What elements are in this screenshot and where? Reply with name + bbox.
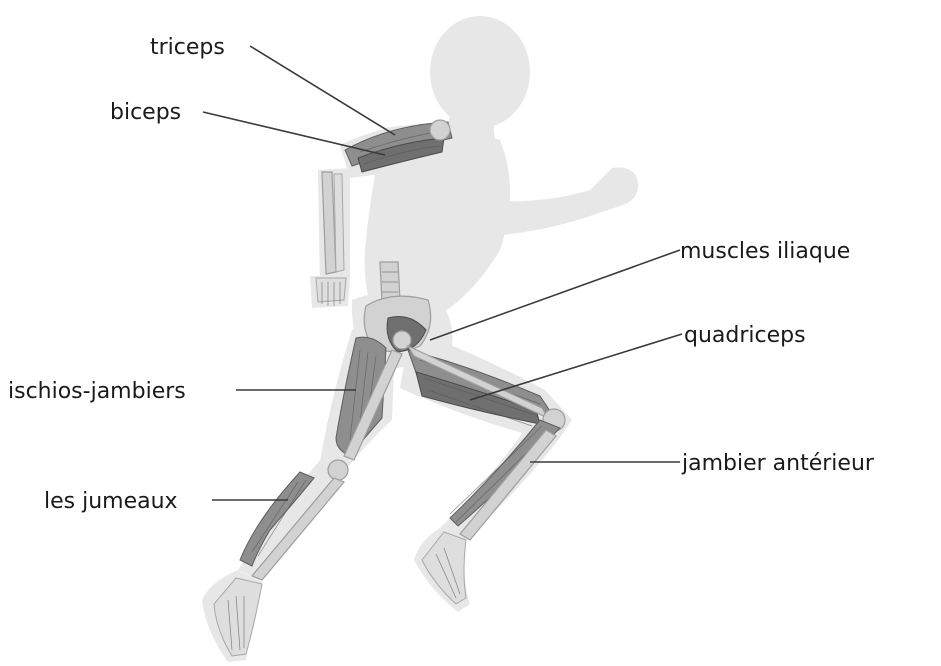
leader-line-biceps: [203, 112, 385, 155]
label-les-jumeaux: les jumeaux: [44, 489, 178, 514]
label-biceps: biceps: [110, 100, 181, 125]
label-ischios-jambiers: ischios-jambiers: [8, 379, 186, 404]
leader-line-quadriceps: [470, 334, 682, 400]
label-jambier-anterieur: jambier antérieur: [681, 451, 875, 476]
label-quadriceps: quadriceps: [684, 323, 806, 348]
label-triceps: triceps: [150, 35, 225, 60]
label-muscles-iliaque: muscles iliaque: [680, 239, 850, 264]
leader-line-triceps: [250, 46, 395, 135]
